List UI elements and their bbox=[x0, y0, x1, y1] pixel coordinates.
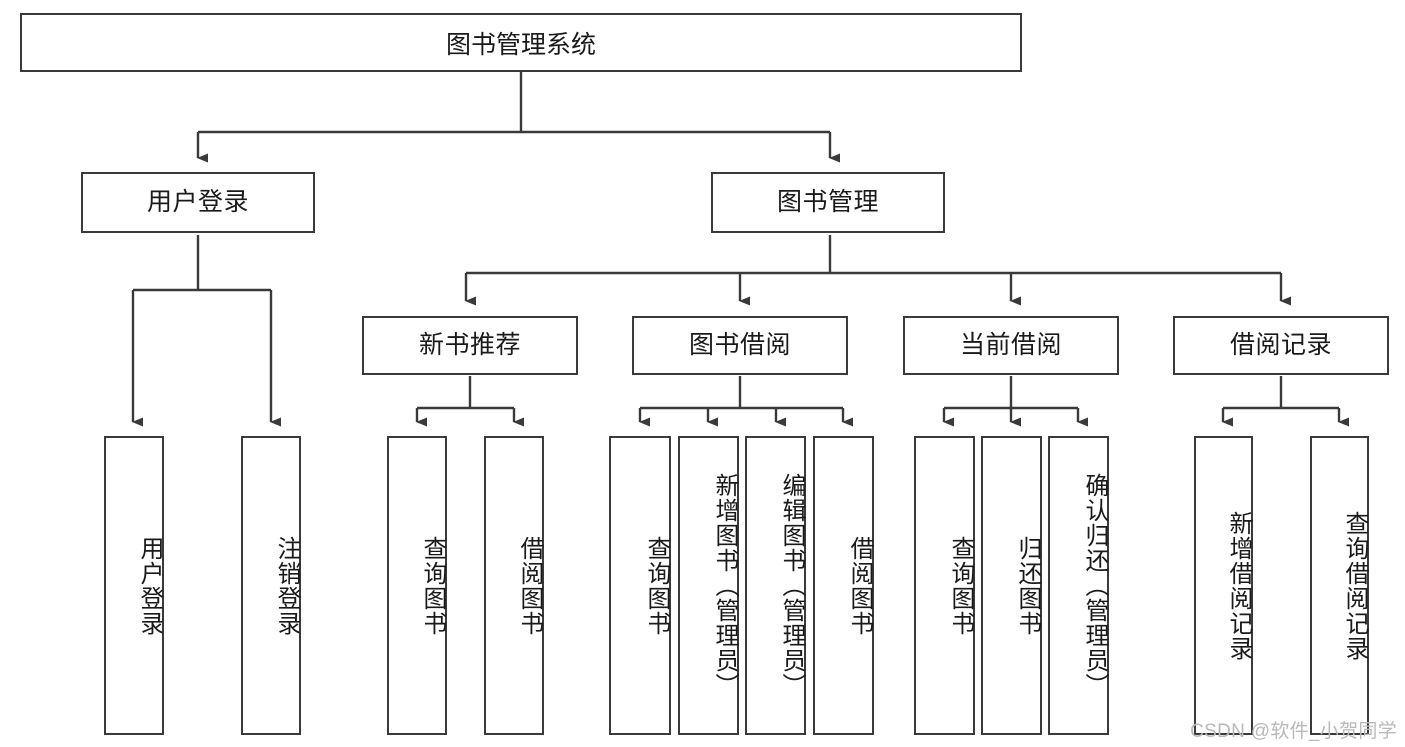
node-label: 借阅图书 bbox=[516, 535, 543, 636]
node-current-borrow[interactable]: 当前借阅 bbox=[903, 316, 1119, 375]
leaf-current-borrow-query-book[interactable]: 查询图书 bbox=[914, 436, 975, 735]
node-label: 用户登录 bbox=[136, 535, 163, 636]
node-label: 查询图书 bbox=[419, 535, 446, 636]
node-label: 查询借阅记录 bbox=[1341, 510, 1368, 661]
node-label: 确认归还（管理员） bbox=[1081, 473, 1108, 698]
node-new-book-recommend[interactable]: 新书推荐 bbox=[362, 316, 578, 375]
leaf-book-borrow-edit-book-admin[interactable]: 编辑图书（管理员） bbox=[745, 436, 806, 735]
node-label: 借阅图书 bbox=[846, 535, 873, 636]
leaf-current-borrow-confirm-return-admin[interactable]: 确认归还（管理员） bbox=[1048, 436, 1109, 735]
node-label: 当前借阅 bbox=[959, 330, 1062, 359]
node-user-login[interactable]: 用户登录 bbox=[81, 172, 315, 233]
leaf-borrow-record-query-record[interactable]: 查询借阅记录 bbox=[1310, 436, 1369, 735]
node-label: 用户登录 bbox=[146, 187, 249, 216]
node-label: 查询图书 bbox=[947, 535, 974, 636]
node-label: 注销登录 bbox=[273, 535, 300, 636]
leaf-book-borrow-query-book[interactable]: 查询图书 bbox=[609, 436, 671, 735]
leaf-new-book-borrow-book[interactable]: 借阅图书 bbox=[484, 436, 544, 735]
node-label: 新增借阅记录 bbox=[1225, 510, 1252, 661]
node-label: 归还图书 bbox=[1014, 535, 1041, 636]
leaf-book-borrow-add-book-admin[interactable]: 新增图书（管理员） bbox=[678, 436, 739, 735]
node-label: 新书推荐 bbox=[418, 330, 521, 359]
node-borrow-record[interactable]: 借阅记录 bbox=[1173, 316, 1389, 375]
leaf-user-login-logout[interactable]: 注销登录 bbox=[241, 436, 301, 735]
node-label: 图书管理 bbox=[776, 187, 879, 216]
node-book-management[interactable]: 图书管理 bbox=[711, 172, 945, 233]
node-label: 借阅记录 bbox=[1229, 330, 1332, 359]
node-book-borrow[interactable]: 图书借阅 bbox=[632, 316, 848, 375]
node-root-book-management-system[interactable]: 图书管理系统 bbox=[20, 13, 1022, 72]
leaf-book-borrow-borrow-book[interactable]: 借阅图书 bbox=[813, 436, 874, 735]
node-label: 编辑图书（管理员） bbox=[778, 473, 805, 698]
leaf-new-book-query-book[interactable]: 查询图书 bbox=[387, 436, 447, 735]
csdn-watermark: CSDN @软件_小贺同学 bbox=[1190, 721, 1397, 742]
node-label: 图书管理系统 bbox=[445, 30, 596, 59]
node-label: 查询图书 bbox=[643, 535, 670, 636]
leaf-current-borrow-return-book[interactable]: 归还图书 bbox=[981, 436, 1042, 735]
node-label: 新增图书（管理员） bbox=[711, 473, 738, 698]
leaf-user-login-login[interactable]: 用户登录 bbox=[104, 436, 164, 735]
leaf-borrow-record-add-record[interactable]: 新增借阅记录 bbox=[1194, 436, 1253, 735]
node-label: 图书借阅 bbox=[688, 330, 791, 359]
